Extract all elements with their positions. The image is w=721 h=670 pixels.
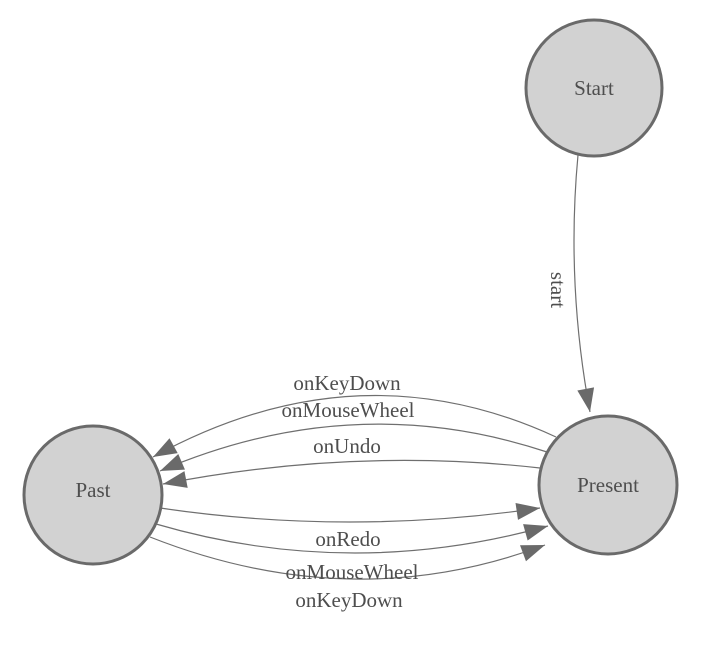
past-node-circle xyxy=(22,424,164,566)
state-node-past: Past xyxy=(22,424,164,566)
edge-label-onredo: onRedo xyxy=(315,527,380,551)
edge-label-onmousewheel-top: onMouseWheel xyxy=(282,398,415,422)
edge-onundo-present-to-past xyxy=(162,459,541,488)
edge-start-to-present xyxy=(573,154,595,413)
edge-label-onundo: onUndo xyxy=(313,434,381,458)
edge-onkeydown-present-to-past xyxy=(152,395,557,458)
edge-onmousewheel-past-to-present xyxy=(155,523,549,554)
state-node-present: Present xyxy=(537,414,679,556)
edge-onmousewheel-present-to-past xyxy=(159,423,548,472)
node-group: Start Present Past xyxy=(22,18,679,566)
edge-label-onmousewheel-bottom: onMouseWheel xyxy=(286,560,419,584)
state-node-start: Start xyxy=(524,18,664,158)
start-node-label: Start xyxy=(574,76,614,100)
past-node-label: Past xyxy=(75,478,110,502)
edge-onkeydown-past-to-present xyxy=(149,536,546,580)
start-node-circle xyxy=(524,18,664,158)
present-node-label: Present xyxy=(577,473,639,497)
edge-label-group: start onKeyDown onMouseWheel onUndo onRe… xyxy=(282,272,570,612)
edge-onredo-past-to-present xyxy=(159,503,541,523)
present-node-circle xyxy=(537,414,679,556)
edge-group xyxy=(149,154,595,580)
edge-label-onkeydown-top: onKeyDown xyxy=(293,371,401,395)
edge-label-onkeydown-bottom: onKeyDown xyxy=(295,588,403,612)
edge-label-start: start xyxy=(546,272,570,308)
